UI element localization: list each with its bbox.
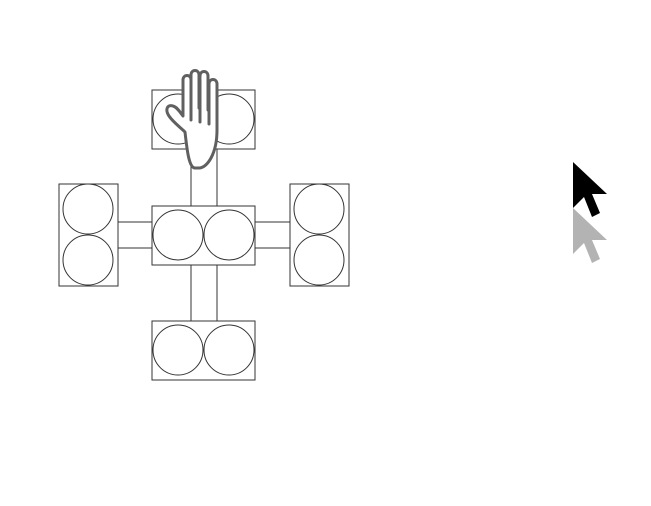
right-block[interactable] [289,183,350,287]
connector-right [254,221,291,249]
connectors [117,148,291,323]
left-block[interactable] [58,183,119,287]
arrow-cursor-ghost-icon [573,208,607,263]
center-block[interactable] [151,205,256,266]
bottom-block[interactable] [151,320,256,381]
right-circle-top [293,183,345,235]
center-circle-right [203,209,255,261]
left-circle-bottom [62,234,114,286]
connector-bottom [190,264,218,323]
center-circle-left [152,209,204,261]
right-circle-bottom [293,234,345,286]
connector-left [117,221,154,249]
arrow-cursor-icon [573,162,607,217]
bottom-circle-left [152,324,204,376]
left-circle-top [62,183,114,235]
open-hand-icon [165,69,219,170]
bottom-circle-right [203,324,255,376]
